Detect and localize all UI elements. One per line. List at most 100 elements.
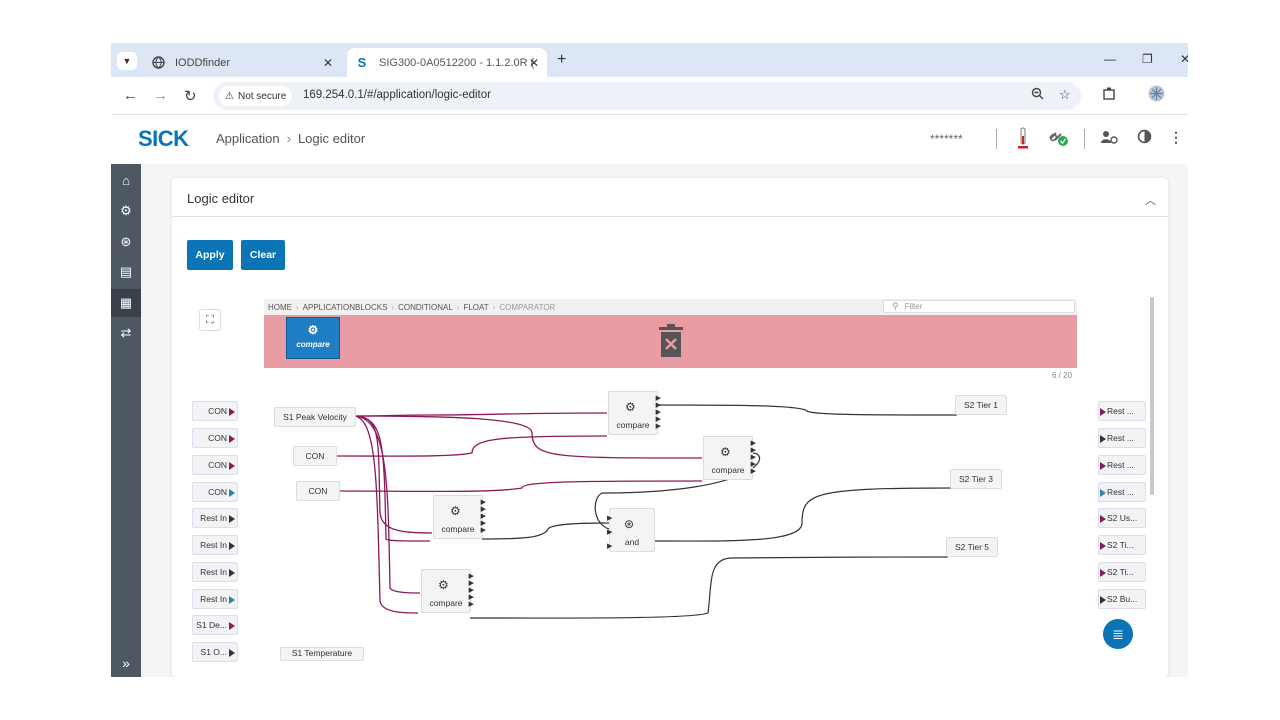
vertical-scrollbar[interactable] <box>1150 297 1154 495</box>
compare-block-4[interactable]: ⚙ ▶▶▶▶▶ compare <box>421 569 474 613</box>
compare-block-1[interactable]: ⚙ ▶▶▶▶▶ compare <box>608 391 661 435</box>
tab-bar: ▼ IODDfinder ✕ S SIG300-0A0512200 - 1.1.… <box>111 43 1188 77</box>
tab-title: IODDfinder <box>175 56 231 69</box>
wire <box>337 480 703 493</box>
tab-search-button[interactable]: ▼ <box>117 52 137 70</box>
output-rest-3[interactable]: Rest ... <box>1098 455 1146 475</box>
output-rest-1[interactable]: Rest ... <box>1098 401 1146 421</box>
input-con-1[interactable]: CON <box>192 401 238 421</box>
and-block[interactable]: ⊛ ▶▶▶ and <box>607 508 655 552</box>
compare-glyph-icon: ⚙ <box>720 445 731 459</box>
palette-filter-input[interactable]: ⚲Filter <box>883 300 1075 313</box>
input-s1-o[interactable]: S1 O... <box>192 642 238 662</box>
blocks-icon[interactable]: ▦ <box>111 289 141 317</box>
network-icon[interactable]: ⊛ <box>120 234 132 249</box>
palette-crumb-float[interactable]: FLOAT <box>463 302 489 312</box>
card-title: Logic editor <box>187 191 255 206</box>
new-tab-button[interactable]: + <box>557 51 567 68</box>
palette-crumb-applicationblocks[interactable]: APPLICATIONBLOCKS <box>302 302 388 312</box>
page-content: Logic editor ︿ Apply Clear ⛶ HOME› APPLI… <box>141 164 1188 677</box>
block-label: compare <box>616 420 650 430</box>
app-menu-icon[interactable]: ⋮ <box>1169 129 1183 145</box>
close-tab-icon[interactable]: ✕ <box>528 55 539 70</box>
output-pins-icon: ▶▶▶▶▶ <box>468 573 474 608</box>
thermometer-icon[interactable] <box>1018 127 1028 152</box>
wire <box>332 435 608 457</box>
connection-ok-icon[interactable] <box>1048 126 1070 151</box>
clear-button[interactable]: Clear <box>241 240 285 270</box>
block-label: compare <box>711 465 745 475</box>
output-rest-4[interactable]: Rest ... <box>1098 482 1146 502</box>
input-s1-de[interactable]: S1 De... <box>192 615 238 635</box>
wire <box>354 412 608 417</box>
input-rest-in-2[interactable]: Rest In <box>192 535 238 555</box>
and-glyph-icon: ⊛ <box>624 517 635 531</box>
input-rest-in-3[interactable]: Rest In <box>192 562 238 582</box>
security-chip[interactable]: ⚠ Not secure <box>219 86 293 106</box>
globe-icon <box>151 56 165 70</box>
sick-logo[interactable]: SICK <box>138 126 189 151</box>
fullscreen-icon[interactable]: ⛶ <box>199 309 221 331</box>
extensions-icon[interactable] <box>1102 86 1117 105</box>
profile-avatar[interactable] <box>1148 85 1165 106</box>
input-rest-in-4[interactable]: Rest In <box>192 589 238 609</box>
document-icon[interactable]: ▤ <box>119 264 133 279</box>
close-window-icon[interactable]: ✕ <box>1180 52 1188 66</box>
forward-icon[interactable]: → <box>153 87 168 104</box>
dragged-compare-block[interactable]: ⚙ compare <box>286 317 340 359</box>
close-tab-icon[interactable]: ✕ <box>322 55 333 70</box>
node-con-a[interactable]: CON <box>293 446 337 466</box>
node-s2-tier-1[interactable]: S2 Tier 1 <box>955 395 1007 415</box>
compare-block-2[interactable]: ⚙ ▶▶▶▶▶ compare <box>703 436 756 480</box>
expand-sidebar-icon[interactable]: » <box>122 655 130 671</box>
tab-sig300[interactable]: S SIG300-0A0512200 - 1.1.2.0R ( ✕ <box>347 48 547 77</box>
palette-crumb-comparator: COMPARATOR <box>499 302 556 312</box>
gear-icon[interactable]: ⚙ <box>120 203 132 218</box>
output-s2-bu[interactable]: S2 Bu... <box>1098 589 1146 609</box>
input-con-4[interactable]: CON <box>192 482 238 502</box>
security-label: Not secure <box>237 90 287 102</box>
wire <box>656 404 958 416</box>
node-s1-peak-velocity[interactable]: S1 Peak Velocity <box>274 407 356 427</box>
collapse-chevron-icon[interactable]: ︿ <box>1145 195 1156 207</box>
browser-menu-icon[interactable]: ⋮ <box>1182 87 1188 105</box>
block-menu-fab-icon[interactable]: ≣ <box>1103 619 1133 649</box>
output-s2-ti-1[interactable]: S2 Ti... <box>1098 535 1146 555</box>
omnibox[interactable]: ⚠ Not secure 169.254.0.1/#/application/l… <box>213 82 1081 110</box>
zoom-icon[interactable] <box>1031 87 1044 103</box>
restore-icon[interactable]: ❐ <box>1142 52 1153 66</box>
input-rest-in-1[interactable]: Rest In <box>192 508 238 528</box>
transfer-icon[interactable]: ⇄ <box>120 325 132 340</box>
bookmark-star-icon[interactable]: ☆ <box>1059 87 1071 102</box>
palette-crumb-home[interactable]: HOME <box>268 302 292 312</box>
palette-crumb-conditional[interactable]: CONDITIONAL <box>398 302 453 312</box>
breadcrumb-application[interactable]: Application <box>216 131 280 146</box>
tab-ioddfinder[interactable]: IODDfinder ✕ <box>145 48 341 77</box>
reload-icon[interactable]: ↻ <box>184 88 197 105</box>
back-icon[interactable]: ← <box>123 87 138 104</box>
delete-drop-zone[interactable]: ⚙ compare <box>264 315 1077 368</box>
input-con-2[interactable]: CON <box>192 428 238 448</box>
block-label: compare <box>441 524 475 534</box>
logic-editor-canvas[interactable]: ⛶ HOME› APPLICATIONBLOCKS› CONDITIONAL› … <box>172 283 1168 677</box>
node-con-b[interactable]: CON <box>296 481 340 501</box>
node-s2-tier-3[interactable]: S2 Tier 3 <box>950 469 1002 489</box>
breadcrumb-logic-editor: Logic editor <box>297 131 366 146</box>
output-rest-2[interactable]: Rest ... <box>1098 428 1146 448</box>
user-settings-icon[interactable] <box>1100 129 1118 148</box>
minimize-icon[interactable]: — <box>1104 52 1116 66</box>
browser-window: ▼ IODDfinder ✕ S SIG300-0A0512200 - 1.1.… <box>111 43 1188 677</box>
block-label: compare <box>429 598 463 608</box>
output-s2-ti-2[interactable]: S2 Ti... <box>1098 562 1146 582</box>
home-icon[interactable]: ⌂ <box>122 173 130 188</box>
language-icon[interactable] <box>1137 129 1152 147</box>
output-s2-us[interactable]: S2 Us... <box>1098 508 1146 528</box>
input-con-3[interactable]: CON <box>192 455 238 475</box>
url-text[interactable]: 169.254.0.1/#/application/logic-editor <box>303 89 491 101</box>
logic-editor-card: Logic editor ︿ Apply Clear ⛶ HOME› APPLI… <box>172 178 1168 677</box>
wire <box>481 522 610 540</box>
node-s1-temperature[interactable]: S1 Temperature <box>280 647 364 661</box>
compare-block-3[interactable]: ⚙ ▶▶▶▶▶ compare <box>433 495 486 539</box>
apply-button[interactable]: Apply <box>187 240 233 270</box>
node-s2-tier-5[interactable]: S2 Tier 5 <box>946 537 998 557</box>
